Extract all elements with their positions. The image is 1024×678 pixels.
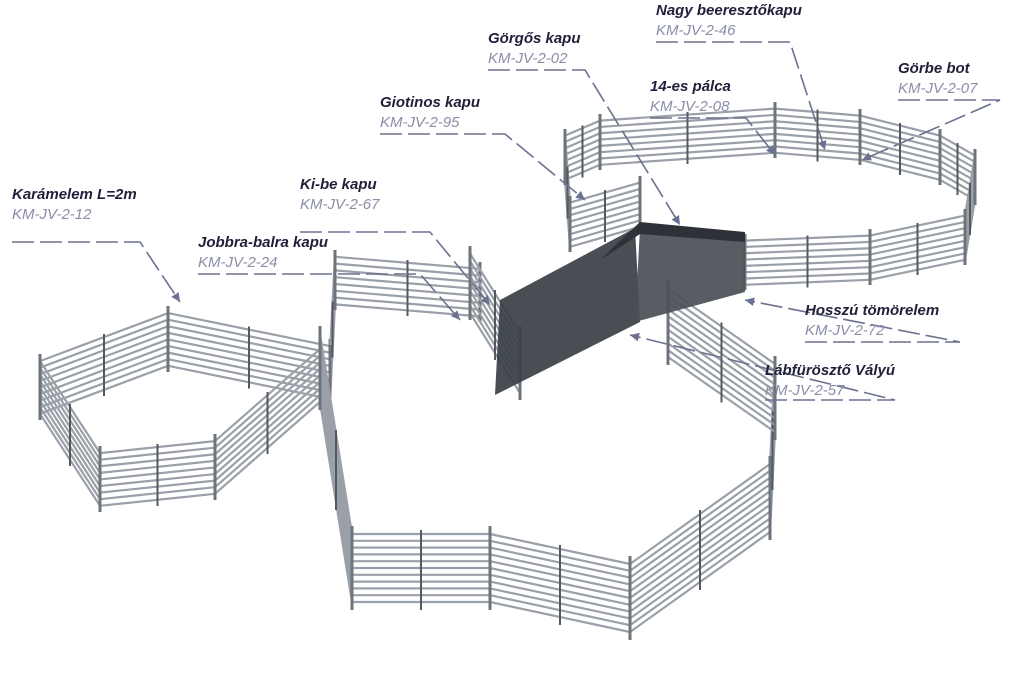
part-name: Ki-be kapu [300, 176, 377, 193]
label-labfuroszto-valyu: Lábfürösztő Vályú KM-JV-2-57 [765, 362, 895, 400]
leader-line [300, 231, 491, 306]
part-name: Giotinos kapu [380, 94, 481, 111]
part-code: KM-JV-2-95 [380, 114, 460, 131]
part-name: 14-es pálca [650, 78, 731, 95]
leader-line [629, 334, 896, 401]
leader-arrowhead [766, 145, 775, 155]
fence-panel [166, 306, 332, 405]
fence-panel [568, 176, 642, 252]
leader-arrowhead [575, 190, 585, 200]
part-name: Hosszú tömörelem [805, 302, 940, 319]
fence-panel [743, 229, 872, 290]
part-code: KM-JV-2-08 [650, 98, 730, 115]
leader-line [656, 41, 826, 151]
leader-arrowhead [450, 310, 460, 320]
solid-panel [495, 228, 640, 395]
label-hosszu-tomorelem: Hosszú tömörelem KM-JV-2-72 [805, 302, 939, 340]
part-code: KM-JV-2-12 [12, 206, 92, 223]
label-karamelem: Karámelem L=2m KM-JV-2-12 [12, 186, 137, 224]
fence-panel [98, 434, 217, 512]
leader-line [12, 241, 181, 303]
part-name: Görbe bot [898, 60, 970, 77]
leader-arrowhead [671, 215, 680, 225]
fence-panel [773, 102, 862, 165]
part-code: KM-JV-2-57 [765, 382, 845, 399]
part-name: Görgős kapu [488, 30, 581, 47]
part-code: KM-JV-2-72 [805, 322, 885, 339]
label-giotinos-kapu: Giotinos kapu KM-JV-2-95 [380, 94, 480, 132]
fence-panel [38, 354, 102, 512]
leader-line [744, 299, 961, 343]
label-gorgos-kapu: Görgős kapu KM-JV-2-02 [488, 30, 581, 68]
part-name: Lábfürösztő Vályú [765, 362, 896, 379]
leader-line [198, 273, 461, 321]
fence-panel [858, 109, 942, 185]
label-jobbra-balra-kapu: Jobbra-balra kapu KM-JV-2-24 [198, 234, 328, 272]
part-name: Karámelem L=2m [12, 186, 137, 203]
fence-panel [333, 250, 482, 322]
leader-line [380, 133, 586, 201]
fence-panel [350, 526, 492, 610]
leader-arrowhead [171, 292, 180, 302]
solid-panel-top [600, 222, 745, 260]
label-14es-palca: 14-es pálca KM-JV-2-08 [650, 78, 731, 116]
fence-panel [868, 209, 967, 285]
fence-panel [666, 281, 777, 440]
leader-line [861, 99, 1001, 161]
leader-arrowhead [630, 332, 640, 342]
part-code: KM-JV-2-46 [656, 22, 736, 39]
fence-panel [563, 114, 602, 185]
label-nagy-beereszto-kapu: Nagy beeresztőkapu KM-JV-2-46 [656, 2, 802, 40]
solid-panel [635, 228, 745, 322]
fence-panel [213, 342, 322, 500]
leader-arrowhead [480, 295, 490, 305]
fence-panel [938, 129, 977, 205]
part-code: KM-JV-2-07 [898, 80, 978, 97]
part-name: Jobbra-balra kapu [198, 234, 329, 251]
part-code: KM-JV-2-24 [198, 254, 278, 271]
leader-lines [12, 41, 1001, 401]
fence-pens [38, 102, 977, 640]
fence-panel [628, 456, 772, 640]
part-name: Nagy beeresztőkapu [656, 2, 802, 19]
part-code: KM-JV-2-67 [300, 196, 380, 213]
leader-arrowhead [862, 152, 872, 161]
fence-panel [318, 326, 354, 610]
leader-arrowhead [818, 140, 827, 150]
leader-line [650, 117, 776, 156]
leader-line [488, 69, 681, 226]
solid-chute-panels [495, 222, 745, 395]
label-ki-be-kapu: Ki-be kapu KM-JV-2-67 [300, 176, 379, 214]
fence-panel [488, 526, 632, 640]
part-code: KM-JV-2-02 [488, 50, 568, 67]
fence-panel [598, 102, 777, 170]
leader-arrowhead [745, 297, 755, 306]
label-gorbe-bot: Görbe bot KM-JV-2-07 [898, 60, 977, 98]
